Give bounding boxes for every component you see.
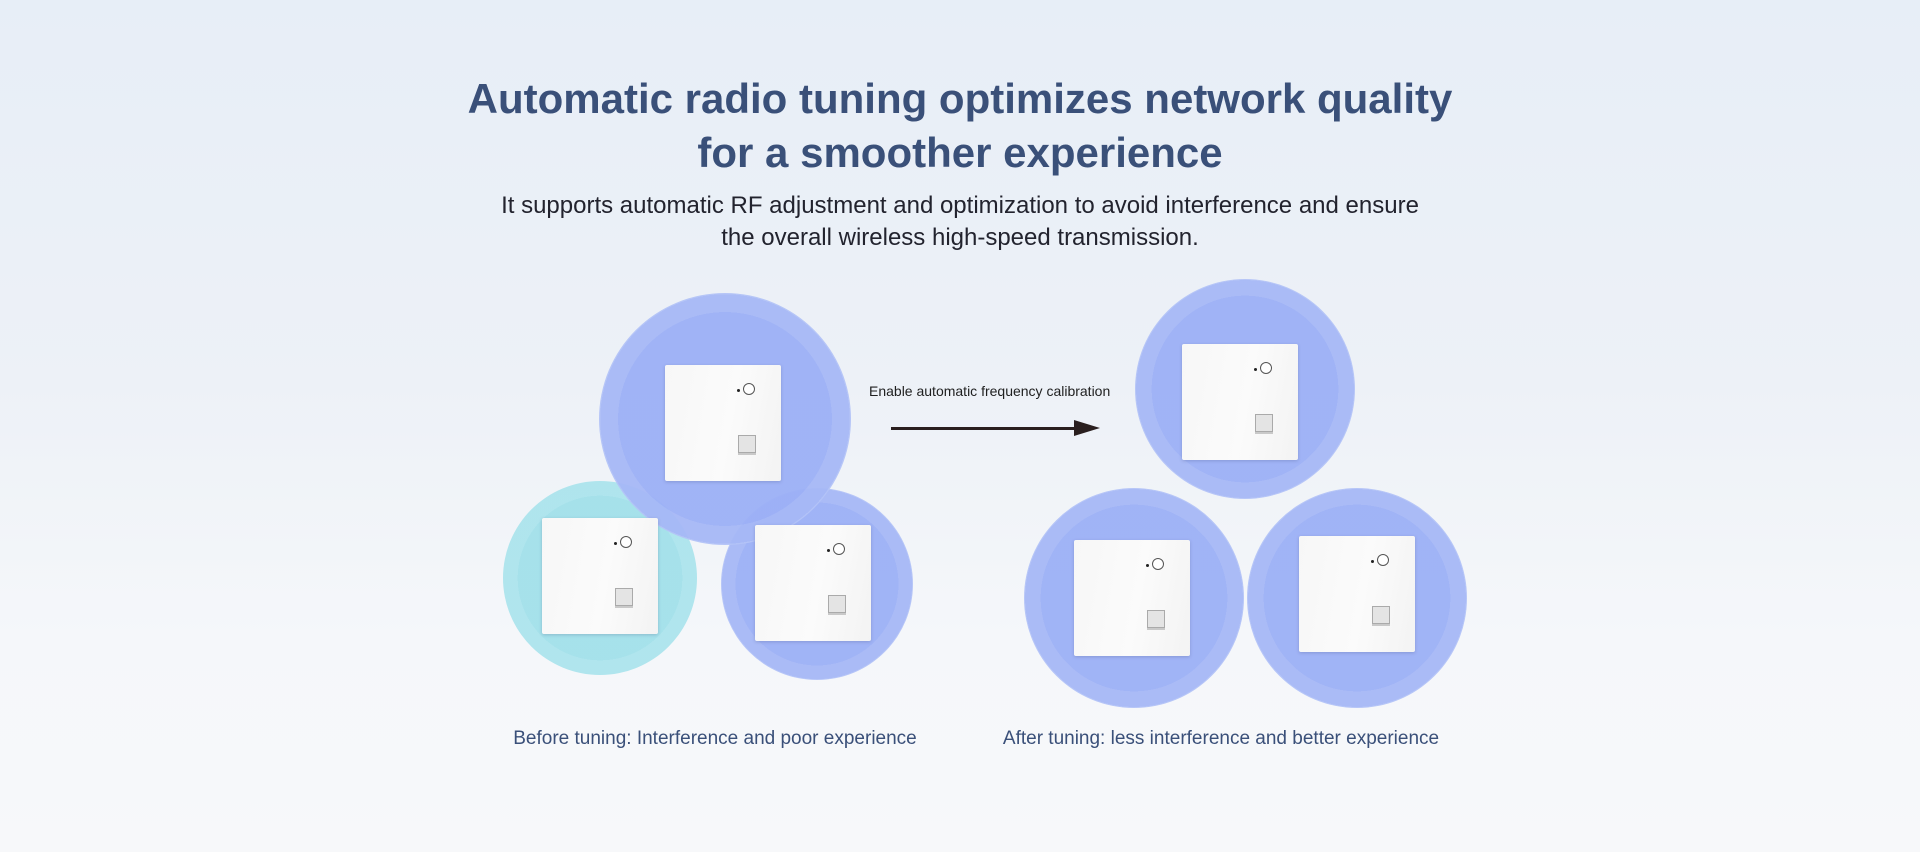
ethernet-port-icon [1147, 610, 1165, 628]
access-point-device [1299, 536, 1415, 652]
ethernet-port-icon [1255, 414, 1273, 432]
ethernet-port-icon [738, 435, 756, 453]
page-title: Automatic radio tuning optimizes network… [0, 72, 1920, 180]
page-subtitle: It supports automatic RF adjustment and … [0, 190, 1920, 254]
access-point-device [755, 525, 871, 641]
led-icon [1152, 558, 1164, 570]
led-icon [1377, 554, 1389, 566]
access-point-device [665, 365, 781, 481]
led-icon [620, 536, 632, 548]
arrow-icon [891, 427, 1081, 430]
title-line-1: Automatic radio tuning optimizes network… [467, 75, 1453, 122]
before-caption: Before tuning: Interference and poor exp… [513, 728, 917, 749]
ethernet-port-icon [615, 588, 633, 606]
access-point-device [1074, 540, 1190, 656]
after-caption: After tuning: less interference and bett… [1002, 728, 1440, 749]
subtitle-line-1: It supports automatic RF adjustment and … [501, 192, 1419, 219]
ethernet-port-icon [828, 595, 846, 613]
arrowhead-icon [1074, 420, 1100, 436]
access-point-device [542, 518, 658, 634]
title-line-2: for a smoother experience [697, 129, 1223, 176]
led-icon [1260, 362, 1272, 374]
led-icon [743, 383, 755, 395]
led-icon [833, 543, 845, 555]
arrow-label: Enable automatic frequency calibration [869, 383, 1111, 399]
ethernet-port-icon [1372, 606, 1390, 624]
subtitle-line-2: the overall wireless high-speed transmis… [721, 224, 1199, 251]
access-point-device [1182, 344, 1298, 460]
